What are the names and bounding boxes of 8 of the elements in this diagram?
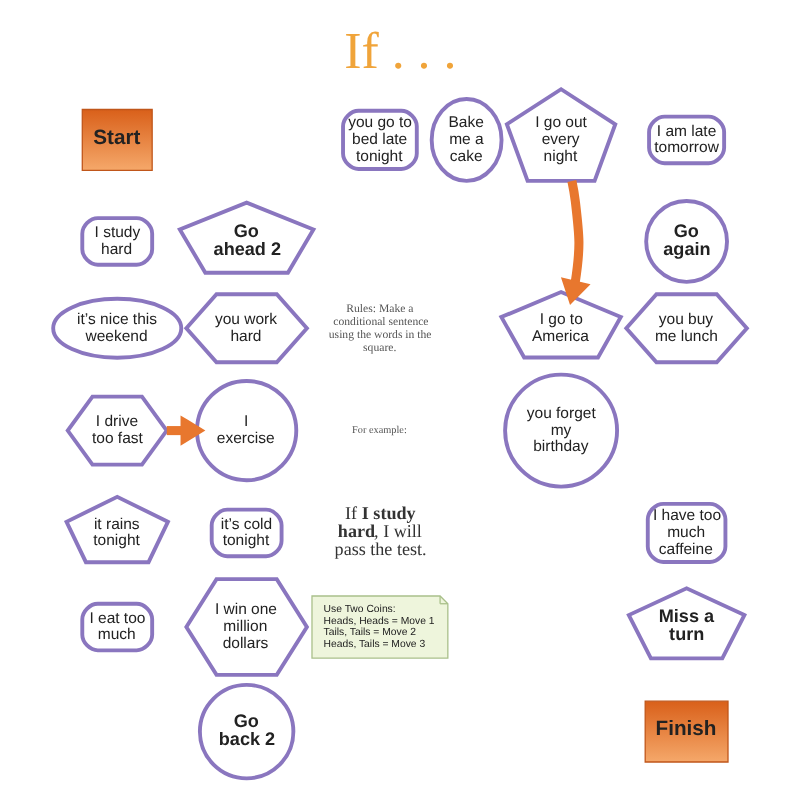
arrow	[166, 415, 206, 446]
node-circle: Go again	[644, 199, 729, 284]
diagram-title: If . . .	[344, 22, 457, 81]
node-box: Start	[81, 108, 153, 171]
node-box: Finish	[644, 700, 729, 763]
label: If I study hard, I will pass the test.	[334, 502, 427, 560]
arrow	[560, 180, 591, 305]
node-circle: Go back 2	[197, 682, 296, 781]
